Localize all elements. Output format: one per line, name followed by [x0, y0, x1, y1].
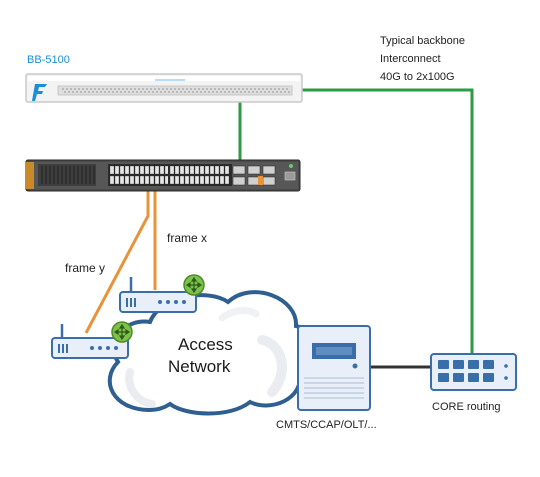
backbone-note-line2: Interconnect: [380, 53, 441, 65]
access-switch: [25, 159, 301, 192]
sfp-ports: [232, 165, 276, 186]
vent-panel: [38, 164, 96, 186]
device-label: BB-5100: [27, 54, 70, 66]
backbone-link-core: [300, 88, 474, 357]
ethernet-ports: [108, 164, 232, 186]
frame-y-label: frame y: [65, 261, 106, 275]
backbone-note-line1: Typical backbone: [380, 35, 465, 47]
cloud-label-line1: Access: [178, 335, 233, 354]
router-device-x: [119, 277, 197, 313]
core-router: [430, 353, 517, 391]
frame-x-label: frame x: [167, 231, 208, 245]
router-badge-icon: [183, 274, 205, 296]
cmts-device: [297, 325, 371, 411]
cloud-label: Access Network: [168, 334, 233, 378]
cloud-label-line2: Network: [168, 357, 231, 376]
backbone-note-line3: 40G to 2x100G: [380, 71, 455, 83]
cmts-label: CMTS/CCAP/OLT/...: [276, 419, 377, 431]
grille-pattern: [62, 88, 290, 93]
backbone-note: Typical backbone Interconnect 40G to 2x1…: [380, 32, 465, 86]
router-device-y: [51, 324, 129, 359]
router-badge-icon: [111, 321, 133, 343]
bb-5100-device: [25, 73, 303, 103]
brand-logo-icon: [32, 84, 47, 101]
frame-y-link: [84, 187, 150, 334]
core-label: CORE routing: [432, 401, 501, 413]
